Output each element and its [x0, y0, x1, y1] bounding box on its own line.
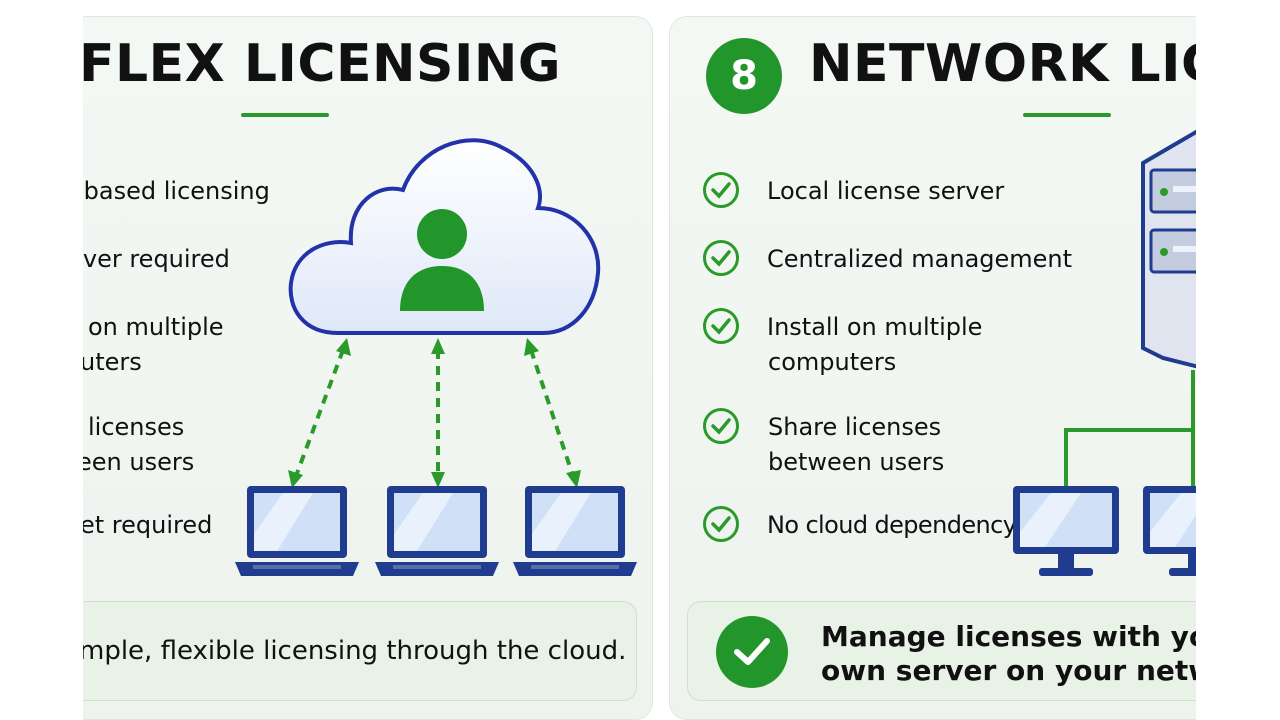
- check-circle-icon: [703, 308, 739, 344]
- network-footer-line1: Manage licenses with you: [821, 620, 1196, 653]
- flex-feature-1: -based licensing: [83, 177, 270, 205]
- laptop-icon: [375, 486, 499, 576]
- network-feature-4b: between users: [768, 448, 945, 476]
- flex-feature-4b: een users: [83, 448, 195, 476]
- flex-feature-3b: uters: [83, 348, 142, 376]
- monitor-icon: [1143, 486, 1196, 576]
- flex-licensing-title: FLEX LICENSING: [83, 34, 562, 94]
- stage: FLEX LICENSING -based licensing rver req…: [83, 0, 1196, 720]
- flex-footer-box: [83, 601, 637, 701]
- laptop-icon: [513, 486, 637, 576]
- check-circle-icon: [716, 616, 788, 688]
- title-underline: [1023, 113, 1111, 117]
- check-circle-icon: [703, 408, 739, 444]
- flex-feature-3a: on multiple: [88, 313, 224, 341]
- laptop-icon: [235, 486, 359, 576]
- network-footer-line2: own server on your netwo: [821, 654, 1196, 687]
- check-circle-icon: [703, 240, 739, 276]
- flex-feature-4a: licenses: [88, 413, 185, 441]
- check-circle-icon: [703, 172, 739, 208]
- sync-arrows: [288, 338, 581, 488]
- monitor-icon: [1013, 486, 1119, 576]
- server-icon: [1141, 129, 1196, 369]
- network-feature-1: Local license server: [767, 177, 1005, 205]
- flex-feature-5: et required: [83, 511, 213, 539]
- title-underline: [241, 113, 329, 117]
- check-circle-icon: [703, 506, 739, 542]
- network-feature-2: Centralized management: [767, 245, 1073, 273]
- network-feature-5: No cloud dependency: [767, 511, 1017, 539]
- network-licensing-title: NETWORK LICE: [809, 34, 1196, 94]
- user-icon: [400, 209, 484, 311]
- flex-feature-2: rver required: [83, 245, 230, 273]
- step-number-badge: 8: [706, 38, 782, 114]
- network-lines: [1064, 370, 1195, 486]
- network-feature-3b: computers: [768, 348, 897, 376]
- network-feature-4a: Share licenses: [768, 413, 942, 441]
- network-feature-3a: Install on multiple: [767, 313, 983, 341]
- flex-footer-text: mple, flexible licensing through the clo…: [83, 636, 627, 666]
